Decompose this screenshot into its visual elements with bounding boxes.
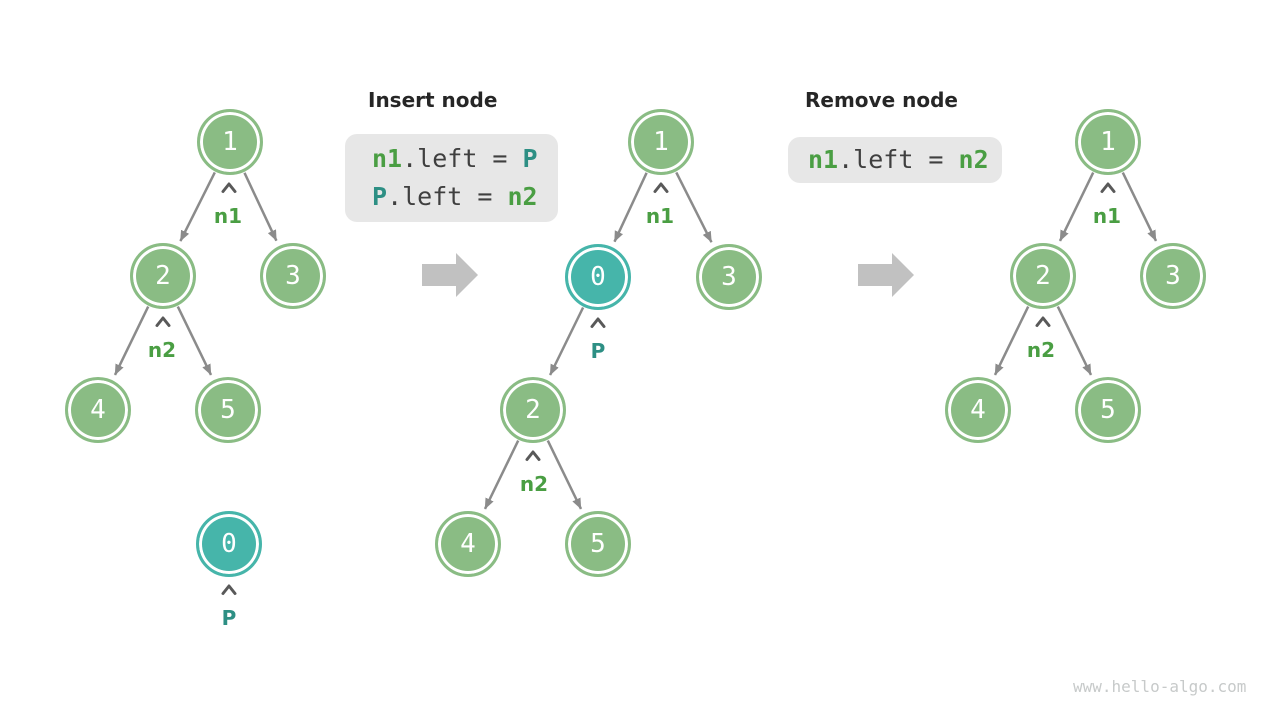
transform-arrow-icon	[858, 253, 914, 297]
pointer-caret-icon	[525, 450, 541, 461]
tree-edge-1-2	[1058, 172, 1095, 242]
code-token: n2	[958, 145, 989, 174]
code-line: n1.left = P	[372, 140, 558, 178]
code-token: .left =	[838, 145, 959, 174]
code-token: P	[372, 182, 388, 211]
code-token: .left =	[402, 144, 523, 173]
pointer-caret-icon	[1100, 182, 1116, 193]
tree-edge-2-4	[113, 306, 150, 376]
tree-edge-2-5	[1056, 306, 1093, 376]
pointer-caret-icon	[653, 182, 669, 193]
code-line: n1.left = n2	[808, 141, 1002, 179]
pointer-caret-icon	[1035, 316, 1051, 327]
pointer-caret-icon	[590, 317, 606, 328]
tree-edge-1-0	[613, 172, 648, 243]
tree-edge-1-2	[179, 171, 216, 242]
pointer-caret-icon	[221, 584, 237, 595]
code-token: .left =	[387, 182, 508, 211]
tree-edge-1-3	[675, 171, 713, 243]
tree-edge-2-5	[176, 306, 213, 376]
watermark: www.hello-algo.com	[1073, 677, 1247, 696]
code-line: P.left = n2	[372, 178, 558, 216]
insert-node-title: Insert node	[368, 88, 498, 112]
pointer-caret-icon	[155, 316, 171, 327]
code-token: n2	[507, 182, 538, 211]
tree-edge-2-4	[993, 306, 1030, 376]
pointer-caret-icon	[221, 182, 237, 193]
tree-edge-1-3	[243, 172, 278, 242]
transform-arrow-icon	[422, 253, 478, 297]
remove-code-box: n1.left = n2	[788, 137, 1002, 183]
code-token: n1	[372, 144, 403, 173]
tree-edge-1-3	[1121, 172, 1158, 242]
remove-node-title: Remove node	[805, 88, 958, 112]
code-token: n1	[808, 145, 839, 174]
tree-edge-2-4	[483, 440, 520, 510]
tree-edge-2-5	[546, 440, 583, 510]
tree-edge-0-2	[548, 306, 585, 376]
code-token: P	[522, 144, 538, 173]
